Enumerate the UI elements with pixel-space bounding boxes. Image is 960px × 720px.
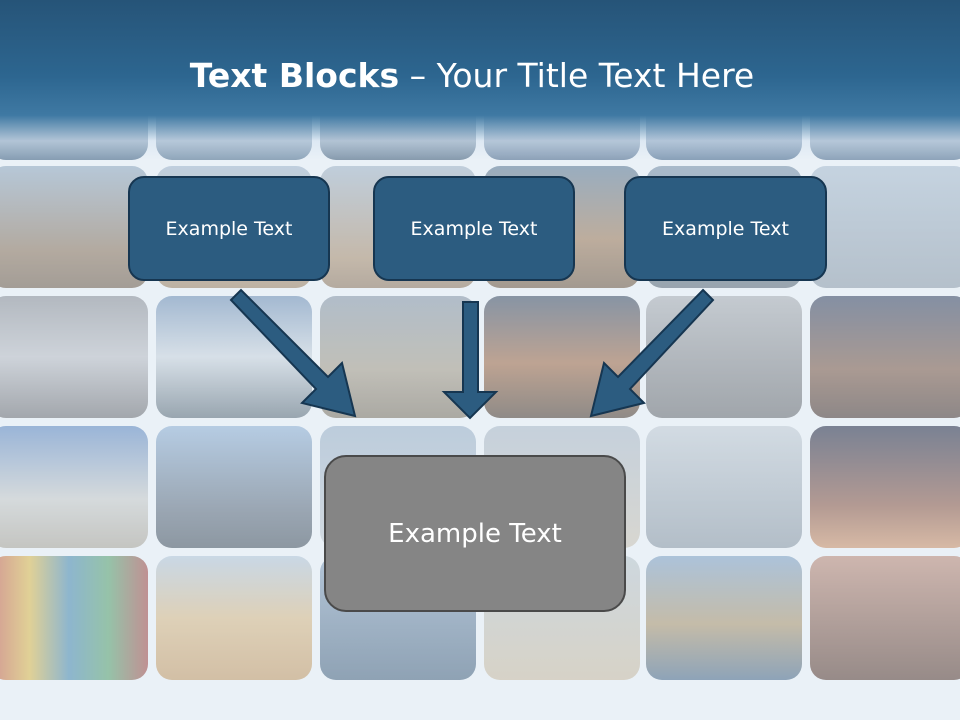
photo-tile — [810, 426, 960, 548]
arrow-down-right-icon — [229, 288, 357, 418]
text-block-right[interactable]: Example Text — [624, 176, 827, 281]
photo-tile — [0, 426, 148, 548]
main-text-block[interactable]: Example Text — [324, 455, 626, 612]
text-block-left[interactable]: Example Text — [128, 176, 330, 281]
text-block-label: Example Text — [165, 217, 293, 240]
photo-tile — [156, 426, 312, 548]
photo-tile — [0, 166, 148, 288]
photo-tile — [646, 556, 802, 680]
header-band — [0, 0, 960, 160]
photo-tile — [810, 296, 960, 418]
arrow-down-left-icon — [589, 288, 715, 418]
photo-tile — [0, 296, 148, 418]
main-text-block-label: Example Text — [388, 518, 562, 549]
slide-title[interactable]: Text Blocks – Your Title Text Here — [0, 56, 944, 95]
photo-tile — [646, 426, 802, 548]
photo-tile — [156, 556, 312, 680]
text-block-center[interactable]: Example Text — [373, 176, 575, 281]
title-bold-text: Text Blocks — [189, 56, 400, 95]
title-rest-text: – Your Title Text Here — [399, 56, 755, 95]
photo-tile — [0, 556, 148, 680]
photo-tile — [810, 556, 960, 680]
photo-tile — [810, 166, 960, 288]
photo-tile — [646, 296, 802, 418]
arrow-down-icon — [441, 301, 499, 420]
text-block-label: Example Text — [410, 217, 538, 240]
text-block-label: Example Text — [662, 217, 789, 240]
